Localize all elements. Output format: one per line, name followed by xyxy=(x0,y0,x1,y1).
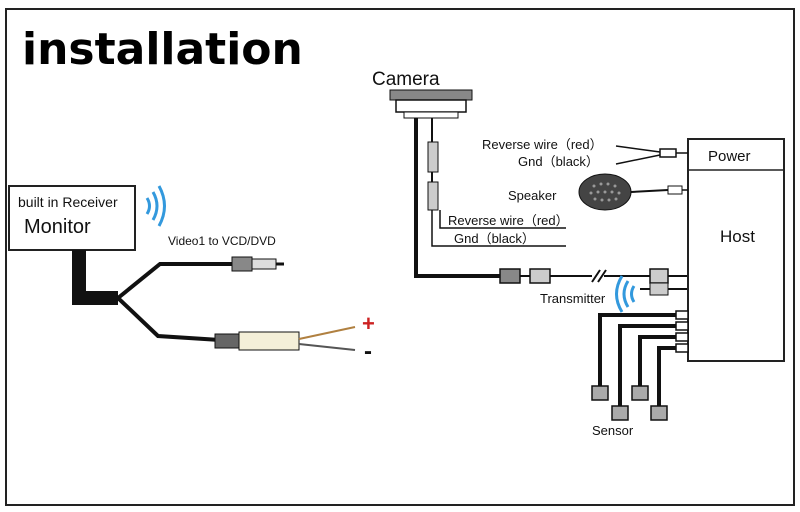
video-rca-plug xyxy=(231,256,284,272)
monitor-power-connector xyxy=(214,326,356,351)
camera-cable xyxy=(414,118,566,278)
monitor-cable xyxy=(72,250,238,342)
speaker-label: Speaker xyxy=(508,188,557,203)
sensor-cables xyxy=(598,313,676,406)
transmitter-label: Transmitter xyxy=(540,291,606,306)
camera-icon xyxy=(389,89,473,119)
sensor-icon xyxy=(591,385,668,421)
transmitter-connector xyxy=(640,282,690,296)
wireless-icon xyxy=(145,185,166,227)
transmitter-wireless-icon xyxy=(615,275,636,313)
video-label: Video1 to VCD/DVD xyxy=(168,234,276,248)
monitor-label: Monitor xyxy=(24,216,91,238)
camera-gnd-label: Gnd（black） xyxy=(454,231,535,246)
sensor-label: Sensor xyxy=(592,423,634,438)
host-box xyxy=(687,138,785,362)
receiver-label: built in Receiver xyxy=(18,194,118,210)
power-label: Power xyxy=(708,148,751,165)
sensor-ports xyxy=(675,310,689,353)
host-reverse-wire-label: Reverse wire（red） xyxy=(482,137,603,152)
power-wires xyxy=(615,145,688,165)
diagram-border xyxy=(5,8,795,506)
plus-sign: + xyxy=(362,311,375,336)
transmission-cable xyxy=(499,268,690,284)
host-gnd-label: Gnd（black） xyxy=(518,154,599,169)
speaker-icon xyxy=(578,173,688,211)
host-label: Host xyxy=(720,227,755,246)
diagram-title: installation xyxy=(22,24,303,75)
minus-sign: - xyxy=(364,338,372,365)
camera-reverse-wire-label: Reverse wire（red） xyxy=(448,213,569,228)
camera-label: Camera xyxy=(372,69,440,90)
